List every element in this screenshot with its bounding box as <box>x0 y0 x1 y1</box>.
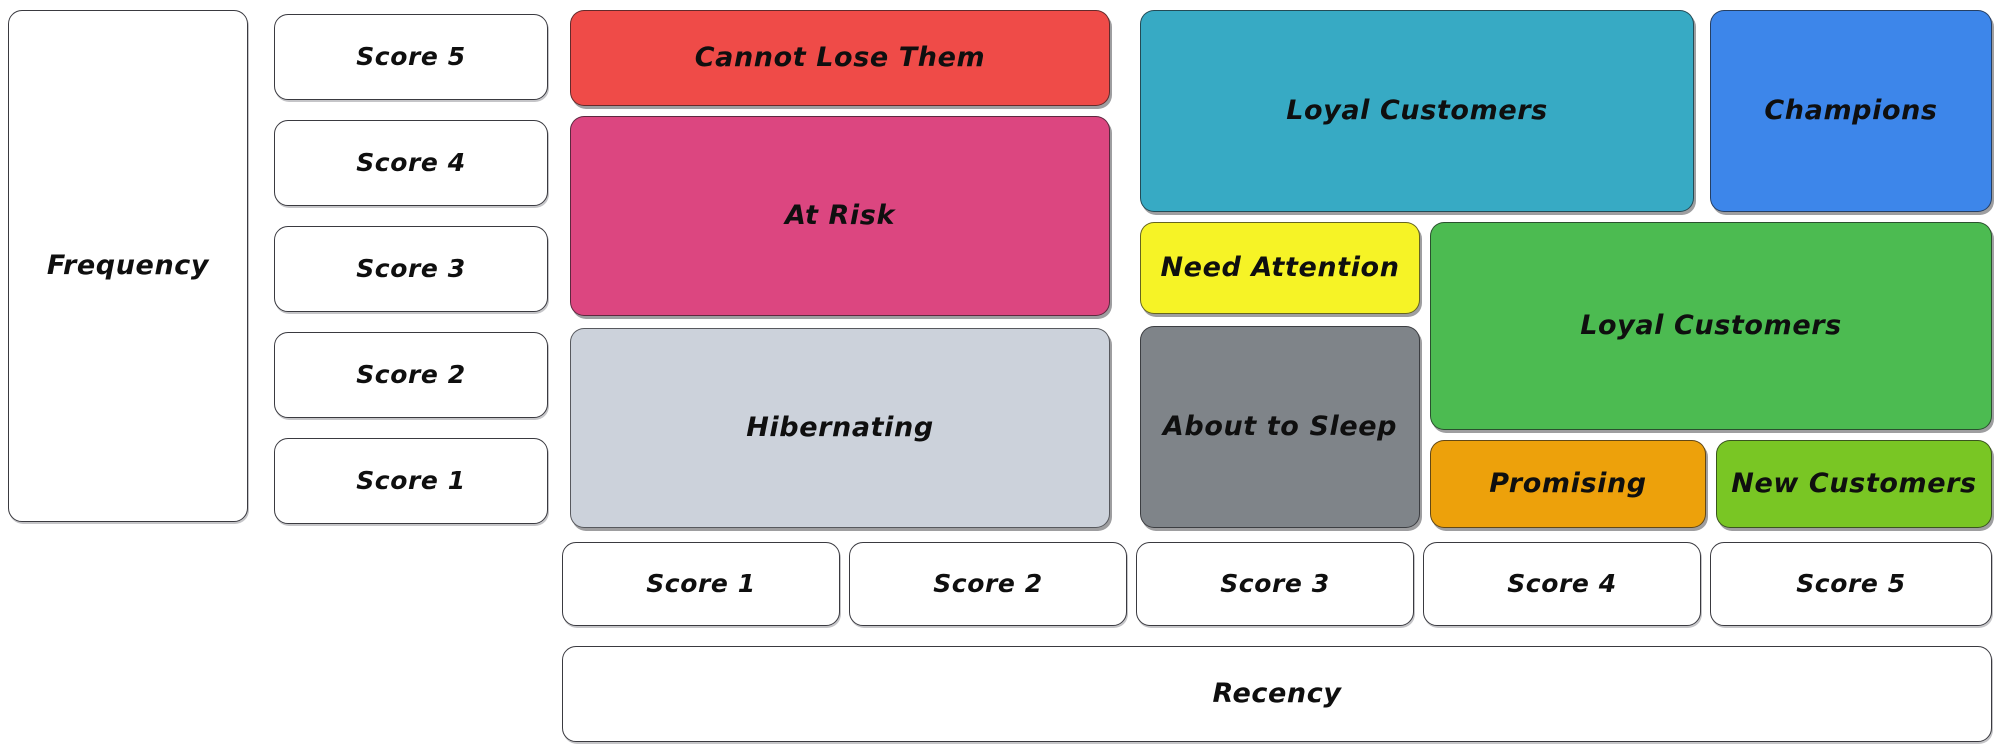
recency-axis-label-box: Recency <box>562 646 1992 742</box>
recency-score-4-label: Score 4 <box>1507 568 1617 598</box>
frequency-score-1-label: Score 1 <box>356 465 466 495</box>
frequency-score-2[interactable]: Score 2 <box>274 332 548 418</box>
segment-hibernating[interactable]: Hibernating <box>570 328 1110 528</box>
segment-hibernating-label: Hibernating <box>746 412 934 444</box>
segment-champions-label: Champions <box>1764 95 1938 127</box>
recency-score-3[interactable]: Score 3 <box>1136 542 1414 626</box>
segment-new-customers-label: New Customers <box>1731 468 1977 500</box>
segment-cannot-lose-them[interactable]: Cannot Lose Them <box>570 10 1110 106</box>
segment-champions[interactable]: Champions <box>1710 10 1992 212</box>
segment-at-risk[interactable]: At Risk <box>570 116 1110 316</box>
recency-score-4[interactable]: Score 4 <box>1423 542 1701 626</box>
frequency-score-3[interactable]: Score 3 <box>274 226 548 312</box>
recency-score-3-label: Score 3 <box>1220 568 1330 598</box>
segment-loyal-customers-green-label: Loyal Customers <box>1580 310 1842 342</box>
frequency-score-4[interactable]: Score 4 <box>274 120 548 206</box>
recency-score-1[interactable]: Score 1 <box>562 542 840 626</box>
frequency-axis-label: Frequency <box>46 250 210 282</box>
frequency-score-3-label: Score 3 <box>356 253 466 283</box>
segment-new-customers[interactable]: New Customers <box>1716 440 1992 528</box>
frequency-score-5-label: Score 5 <box>356 41 466 71</box>
segment-loyal-customers-green[interactable]: Loyal Customers <box>1430 222 1992 430</box>
recency-score-2[interactable]: Score 2 <box>849 542 1127 626</box>
frequency-score-4-label: Score 4 <box>356 147 466 177</box>
recency-score-1-label: Score 1 <box>646 568 756 598</box>
frequency-axis-label-box: Frequency <box>8 10 248 522</box>
segment-cannot-lose-them-label: Cannot Lose Them <box>694 42 986 74</box>
recency-score-2-label: Score 2 <box>933 568 1043 598</box>
recency-axis-label: Recency <box>1212 678 1342 710</box>
segment-loyal-customers-teal-label: Loyal Customers <box>1286 95 1548 127</box>
frequency-score-2-label: Score 2 <box>356 359 466 389</box>
segment-need-attention[interactable]: Need Attention <box>1140 222 1420 314</box>
segment-loyal-customers-teal[interactable]: Loyal Customers <box>1140 10 1694 212</box>
segment-at-risk-label: At Risk <box>785 200 895 232</box>
frequency-score-5[interactable]: Score 5 <box>274 14 548 100</box>
segment-promising-label: Promising <box>1489 468 1647 500</box>
recency-score-5[interactable]: Score 5 <box>1710 542 1992 626</box>
recency-score-5-label: Score 5 <box>1796 568 1906 598</box>
segment-about-to-sleep[interactable]: About to Sleep <box>1140 326 1420 528</box>
segment-about-to-sleep-label: About to Sleep <box>1162 411 1398 443</box>
segment-need-attention-label: Need Attention <box>1160 252 1400 284</box>
frequency-score-1[interactable]: Score 1 <box>274 438 548 524</box>
segment-promising[interactable]: Promising <box>1430 440 1706 528</box>
